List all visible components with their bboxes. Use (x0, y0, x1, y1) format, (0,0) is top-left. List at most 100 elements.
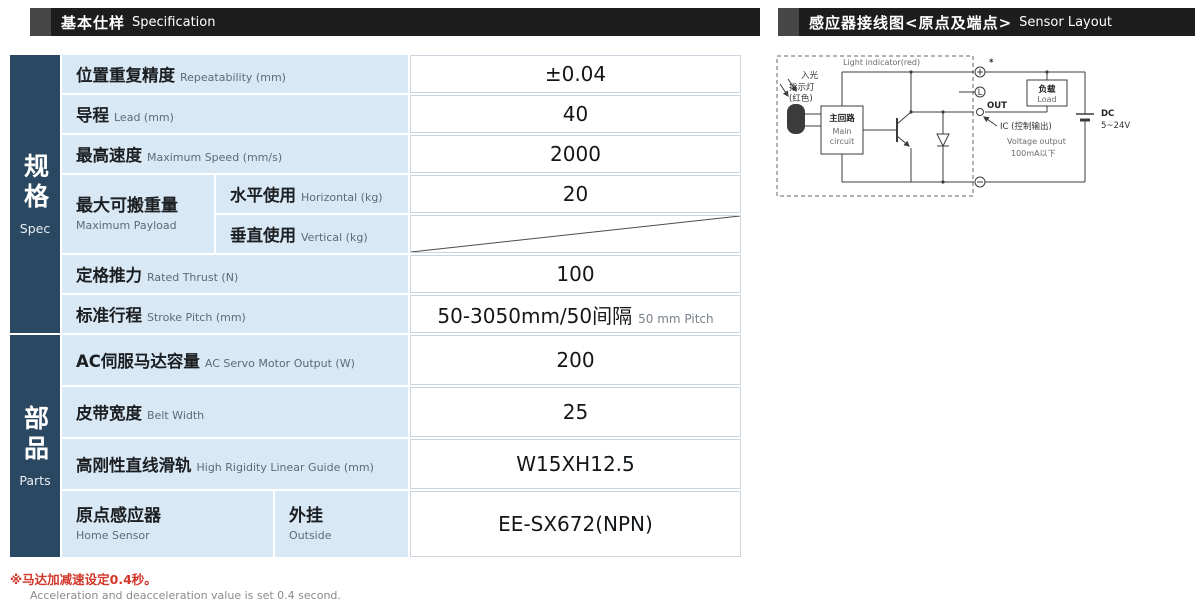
spec-section-header: 基本仕样 Specification (30, 8, 760, 36)
label-belt-width: 皮带宽度 Belt Width (62, 387, 408, 437)
plus-terminal (974, 66, 986, 78)
label-home-sensor-mount-en: Outside (289, 529, 332, 543)
value-stroke-pitch-main: 50-3050mm/50间隔 (437, 303, 633, 328)
sensor-section-header: 感应器接线图<原点及端点> Sensor Layout (778, 8, 1195, 36)
value-lead: 40 (410, 95, 741, 133)
label-linear-guide: 高刚性直线滑轨 High Rigidity Linear Guide (mm) (62, 439, 408, 489)
label-max-speed: 最高速度 Maximum Speed (mm/s) (62, 135, 408, 173)
value-stroke-pitch: 50-3050mm/50间隔 50 mm Pitch (410, 295, 741, 333)
spec-header-title-en: Specification (132, 14, 216, 30)
ic-output-label: IC (控制输出) (1000, 121, 1052, 132)
label-repeatability-en: Repeatability (mm) (180, 71, 286, 84)
group-header-parts: 部品 Parts (10, 335, 60, 557)
label-servo-output: AC伺服马达容量 AC Servo Motor Output (W) (62, 335, 408, 385)
sensor-header-title-zh: 感应器接线图<原点及端点> (809, 13, 1013, 32)
label-linear-guide-en: High Rigidity Linear Guide (mm) (196, 461, 374, 474)
transistor-icon (863, 72, 912, 182)
sensor-wiring-diagram: Light indicator(red) 入光 指示灯 (红色) 主回路 Mai… (775, 50, 1195, 210)
label-payload-vertical: 垂直使用 Vertical (kg) (216, 215, 408, 253)
incident-light-label-2: 指示灯 (789, 82, 815, 93)
light-indicator-label: Light indicator(red) (843, 58, 920, 67)
battery-icon (1076, 72, 1094, 182)
group-header-spec: 规格 Spec (10, 55, 60, 333)
label-servo-output-en: AC Servo Motor Output (W) (204, 357, 355, 370)
footnote-zh: ※马达加减速设定0.4秒。 (10, 572, 157, 587)
group-spec-label-zh: 规格 (20, 152, 50, 213)
voltage-output-label: Voltage output (1007, 137, 1066, 146)
label-repeatability-zh: 位置重复精度 (76, 66, 175, 85)
group-parts-label-en: Parts (19, 472, 51, 488)
label-payload-en: Maximum Payload (76, 219, 177, 233)
value-home-sensor: EE-SX672(NPN) (410, 491, 741, 557)
value-servo-output: 200 (410, 335, 741, 385)
main-circuit-label-en1: Main (832, 127, 851, 136)
label-payload-horizontal-zh: 水平使用 (230, 186, 296, 205)
value-stroke-pitch-en: 50 mm Pitch (638, 311, 714, 326)
asterisk-note: * (989, 58, 994, 68)
value-linear-guide: W15XH12.5 (410, 439, 741, 489)
group-spec-label-en: Spec (19, 220, 51, 236)
diode-icon (936, 112, 950, 182)
label-max-speed-en: Maximum Speed (mm/s) (147, 151, 283, 164)
minus-terminal (974, 176, 986, 188)
label-rated-thrust: 定格推力 Rated Thrust (N) (62, 255, 408, 293)
load-label-en: Load (1037, 95, 1056, 104)
spec-header-title-zh: 基本仕样 (61, 13, 126, 32)
label-repeatability: 位置重复精度 Repeatability (mm) (62, 55, 408, 93)
label-home-sensor: 原点感应器 Home Sensor (62, 491, 273, 557)
incident-light-label-1: 入光 (801, 70, 819, 81)
label-home-sensor-en: Home Sensor (76, 529, 150, 543)
value-payload-horizontal: 20 (410, 175, 741, 213)
main-circuit-label-zh: 主回路 (829, 113, 855, 124)
header-accent-square (30, 8, 51, 36)
load-box: 负载 Load (1026, 72, 1068, 112)
header-accent-square (778, 8, 799, 36)
label-stroke-pitch-zh: 标准行程 (76, 306, 142, 325)
label-linear-guide-zh: 高刚性直线滑轨 (76, 456, 192, 475)
label-home-sensor-mount: 外挂 Outside (275, 491, 408, 557)
label-servo-output-zh: AC伺服马达容量 (76, 352, 200, 371)
sensor-body-outline (776, 55, 974, 197)
main-circuit-label-en2: circuit (830, 137, 855, 146)
sensor-header-title-en: Sensor Layout (1019, 14, 1113, 30)
incident-light-arrows-icon (779, 78, 797, 97)
value-payload-vertical (410, 215, 741, 253)
label-max-speed-zh: 最高速度 (76, 146, 142, 165)
dc-range-label: 5~24V (1101, 121, 1130, 131)
label-payload-vertical-zh: 垂直使用 (230, 226, 296, 245)
label-rated-thrust-en: Rated Thrust (N) (147, 271, 239, 284)
label-lead: 导程 Lead (mm) (62, 95, 408, 133)
label-payload-horizontal-en: Horizontal (kg) (301, 191, 383, 204)
label-payload-vertical-en: Vertical (kg) (301, 231, 368, 244)
value-max-speed: 2000 (410, 135, 741, 173)
label-payload: 最大可搬重量 Maximum Payload (62, 175, 214, 253)
group-parts-label-zh: 部品 (20, 404, 50, 465)
led-receiver-icon (787, 104, 805, 134)
label-belt-width-en: Belt Width (147, 409, 205, 422)
value-rated-thrust: 100 (410, 255, 741, 293)
not-applicable-diagonal-line (411, 216, 740, 252)
label-payload-zh: 最大可搬重量 (76, 195, 178, 216)
footnote-en: Acceleration and deacceleration value is… (30, 589, 341, 602)
current-max-label: 100mA以下 (1011, 149, 1056, 158)
sensor-wiring-svg: Light indicator(red) 入光 指示灯 (红色) 主回路 Mai… (776, 55, 1130, 197)
label-lead-zh: 导程 (76, 106, 109, 125)
label-home-sensor-mount-zh: 外挂 (289, 505, 323, 526)
label-rated-thrust-zh: 定格推力 (76, 266, 142, 285)
label-belt-width-zh: 皮带宽度 (76, 404, 142, 423)
label-home-sensor-zh: 原点感应器 (76, 505, 161, 526)
out-terminal (976, 108, 984, 116)
label-lead-en: Lead (mm) (114, 111, 174, 124)
l-terminal: L (959, 86, 986, 98)
l-terminal-label: L (978, 88, 983, 98)
value-repeatability: ±0.04 (410, 55, 741, 93)
load-label-zh: 负载 (1038, 84, 1056, 95)
label-payload-horizontal: 水平使用 Horizontal (kg) (216, 175, 408, 213)
incident-light-label-3: (红色) (789, 93, 813, 104)
main-circuit-box: 主回路 Main circuit (820, 105, 864, 155)
specification-table: 规格 Spec 位置重复精度 Repeatability (mm) ±0.04 导… (8, 53, 743, 559)
out-label: OUT (987, 101, 1007, 111)
value-belt-width: 25 (410, 387, 741, 437)
